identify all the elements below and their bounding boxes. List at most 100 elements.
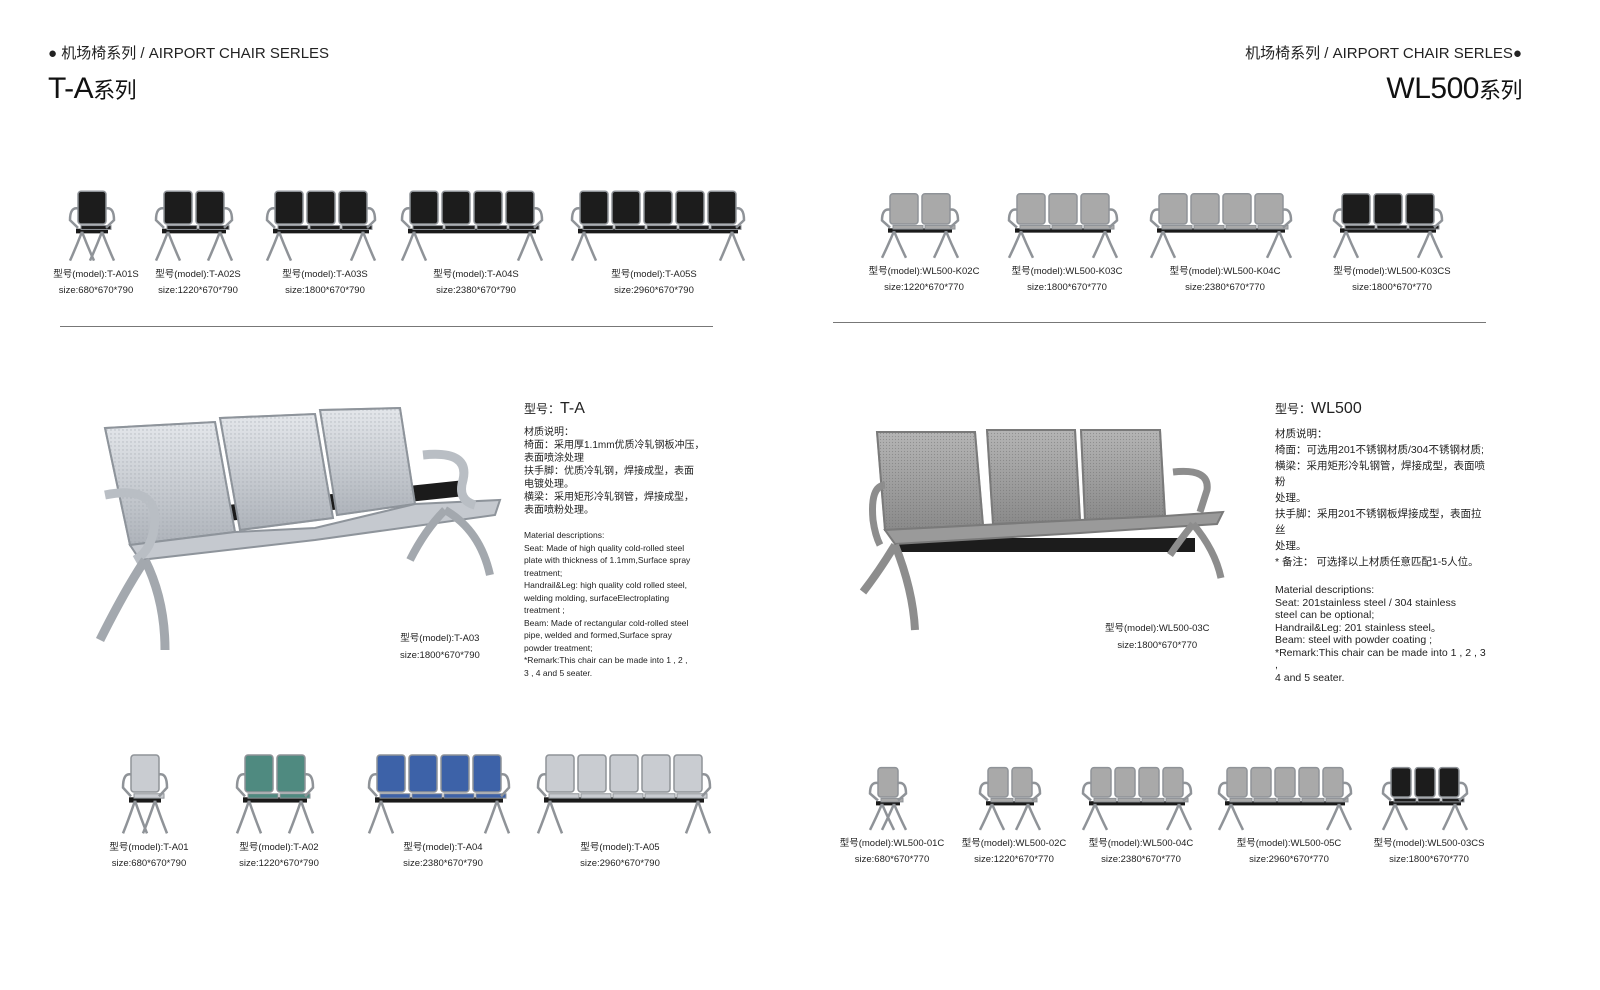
product-size: size:680*670*770 xyxy=(854,854,930,865)
product-item: 型号(model):T-A04S size:2380*670*790 xyxy=(386,185,566,299)
product-item: 型号(model):T-A02S size:1220*670*790 xyxy=(108,185,288,299)
product-item: 型号(model):T-A01 size:680*670*790 xyxy=(59,748,239,872)
product-size: size:680*670*790 xyxy=(111,858,187,869)
product-model: 型号(model):WL500-K02C xyxy=(868,266,980,277)
left-hero-model: 型号(model):T-A03 xyxy=(400,633,480,644)
product-size: size:2380*670*770 xyxy=(1185,282,1265,293)
product-model: 型号(model):T-A03S xyxy=(282,269,368,280)
product-size: size:1800*670*770 xyxy=(1027,282,1107,293)
chair-thumbnail-image xyxy=(154,190,234,262)
product-model: 型号(model):WL500-K04C xyxy=(1169,266,1281,277)
right-hero-model: 型号(model):WL500-03C xyxy=(1105,623,1210,634)
chair-thumbnail-image xyxy=(1332,193,1444,259)
product-size: size:2960*670*790 xyxy=(614,285,694,296)
product-model: 型号(model):WL500-05C xyxy=(1236,838,1342,849)
chair-thumbnail-image xyxy=(1149,193,1293,259)
left-desc-en: Material descriptions: Seat: Made of hig… xyxy=(524,530,691,678)
product-item: 型号(model):T-A03S size:1800*670*790 xyxy=(235,185,415,299)
product-model: 型号(model):WL500-03CS xyxy=(1373,838,1485,849)
product-item: 型号(model):WL500-K04C size:2380*670*770 xyxy=(1135,188,1315,296)
product-item: 型号(model):T-A02 size:1220*670*790 xyxy=(189,748,369,872)
chair-thumbnail-image xyxy=(121,754,169,834)
right-series-title: WL500系列 xyxy=(1386,72,1522,106)
product-item: 型号(model):T-A05 size:2960*670*790 xyxy=(530,748,712,872)
product-model: 型号(model):WL500-02C xyxy=(961,838,1067,849)
left-desc-model: 型号：T-A xyxy=(524,400,719,418)
chair-thumbnail-image xyxy=(1217,766,1353,831)
product-model: 型号(model):WL500-04C xyxy=(1088,838,1194,849)
product-item: 型号(model):WL500-04C size:2380*670*770 xyxy=(1051,762,1231,868)
chair-thumbnail-image xyxy=(1007,193,1119,259)
right-desc-model-name: WL500 xyxy=(1311,400,1362,417)
product-size: size:1800*670*790 xyxy=(285,285,365,296)
product-size: size:1800*670*770 xyxy=(1352,282,1432,293)
left-hero-size: size:1800*670*790 xyxy=(400,650,480,661)
chair-thumbnail-image xyxy=(536,754,712,834)
t-a03-chair-image xyxy=(95,406,502,651)
right-divider xyxy=(833,322,1486,323)
product-item: 型号(model):T-A01S size:680*670*790 xyxy=(6,185,186,299)
product-size: size:1220*670*790 xyxy=(158,285,238,296)
wl500-03c-chair-image xyxy=(859,429,1225,631)
product-model: 型号(model):T-A01S xyxy=(53,269,139,280)
left-description: 型号：T-A 材质说明： 椅面：采用厚1.1mm优质冷轧钢板冲压， 表面喷涂处理… xyxy=(524,400,719,679)
right-desc-model-prefix: 型号： xyxy=(1275,402,1312,416)
product-model: 型号(model):T-A05S xyxy=(611,269,697,280)
chair-thumbnail-image xyxy=(68,190,116,262)
chair-thumbnail-image xyxy=(235,754,315,834)
right-desc-en: Material descriptions: Seat: 201stainles… xyxy=(1275,584,1486,684)
product-model: 型号(model):WL500-K03C xyxy=(1011,266,1123,277)
product-item: 型号(model):WL500-K03CS size:1800*670*770 xyxy=(1302,188,1482,296)
product-item: 型号(model):T-A05S size:2960*670*790 xyxy=(564,185,746,299)
chair-thumbnail-image xyxy=(400,190,544,262)
right-desc-model: 型号：WL500 xyxy=(1275,400,1490,418)
product-size: size:1220*670*770 xyxy=(884,282,964,293)
product-model: 型号(model):WL500-01C xyxy=(839,838,945,849)
product-item: 型号(model):WL500-03CS size:1800*670*770 xyxy=(1339,762,1519,868)
left-desc-model-name: T-A xyxy=(560,400,585,417)
left-hero-image xyxy=(85,400,505,665)
product-item: 型号(model):WL500-02C size:1220*670*770 xyxy=(924,762,1104,868)
right-hero-size: size:1800*670*770 xyxy=(1117,640,1198,651)
product-item: 型号(model):WL500-K03C size:1800*670*770 xyxy=(977,188,1157,296)
right-desc-cn: 材质说明： 椅面：可选用201不锈钢材质/304不锈钢材质; 横梁：采用矩形冷轧… xyxy=(1275,428,1485,568)
product-item: 型号(model):WL500-01C size:680*670*770 xyxy=(802,762,982,868)
left-divider xyxy=(60,326,713,327)
product-model: 型号(model):WL500-K03CS xyxy=(1333,266,1451,277)
product-model: 型号(model):T-A01 xyxy=(109,842,189,853)
right-hero-image xyxy=(855,420,1230,635)
left-series-tag: ● 机场椅系列 / AIRPORT CHAIR SERLES xyxy=(48,45,330,62)
product-item: 型号(model):WL500-05C size:2960*670*770 xyxy=(1199,762,1379,868)
chair-thumbnail-image xyxy=(570,190,746,262)
left-desc-model-prefix: 型号： xyxy=(524,402,561,416)
chair-thumbnail-image xyxy=(880,193,960,259)
product-model: 型号(model):T-A02 xyxy=(239,842,319,853)
product-size: size:2380*670*790 xyxy=(403,858,483,869)
chair-thumbnail-image xyxy=(868,766,908,831)
product-size: size:2960*670*770 xyxy=(1249,854,1329,865)
product-size: size:2380*670*770 xyxy=(1101,854,1181,865)
right-hero-caption: 型号(model):WL500-03C size:1800*670*770 xyxy=(1105,620,1210,654)
chair-thumbnail-image xyxy=(265,190,377,262)
right-series-tag: 机场椅系列 / AIRPORT CHAIR SERLES● xyxy=(1245,45,1522,62)
right-description: 型号：WL500 材质说明： 椅面：可选用201不锈钢材质/304不锈钢材质; … xyxy=(1275,400,1490,684)
product-model: 型号(model):T-A05 xyxy=(580,842,660,853)
right-series-name: WL500 xyxy=(1386,72,1479,105)
left-hero-caption: 型号(model):T-A03 size:1800*670*790 xyxy=(400,630,480,664)
product-size: size:1220*670*770 xyxy=(974,854,1054,865)
product-model: 型号(model):T-A04S xyxy=(433,269,519,280)
product-item: 型号(model):WL500-K02C size:1220*670*770 xyxy=(834,188,1014,296)
product-size: size:680*670*790 xyxy=(58,285,134,296)
chair-thumbnail-image xyxy=(367,754,511,834)
right-series-suffix: 系列 xyxy=(1478,78,1523,103)
chair-thumbnail-image xyxy=(978,766,1042,831)
product-size: size:1220*670*790 xyxy=(239,858,319,869)
left-series-suffix: 系列 xyxy=(93,78,137,103)
product-size: size:1800*670*770 xyxy=(1389,854,1469,865)
product-size: size:2960*670*790 xyxy=(580,858,660,869)
left-series-name: T-A xyxy=(48,72,94,105)
product-size: size:2380*670*790 xyxy=(436,285,516,296)
product-model: 型号(model):T-A02S xyxy=(155,269,241,280)
left-series-title: T-A系列 xyxy=(48,72,137,106)
